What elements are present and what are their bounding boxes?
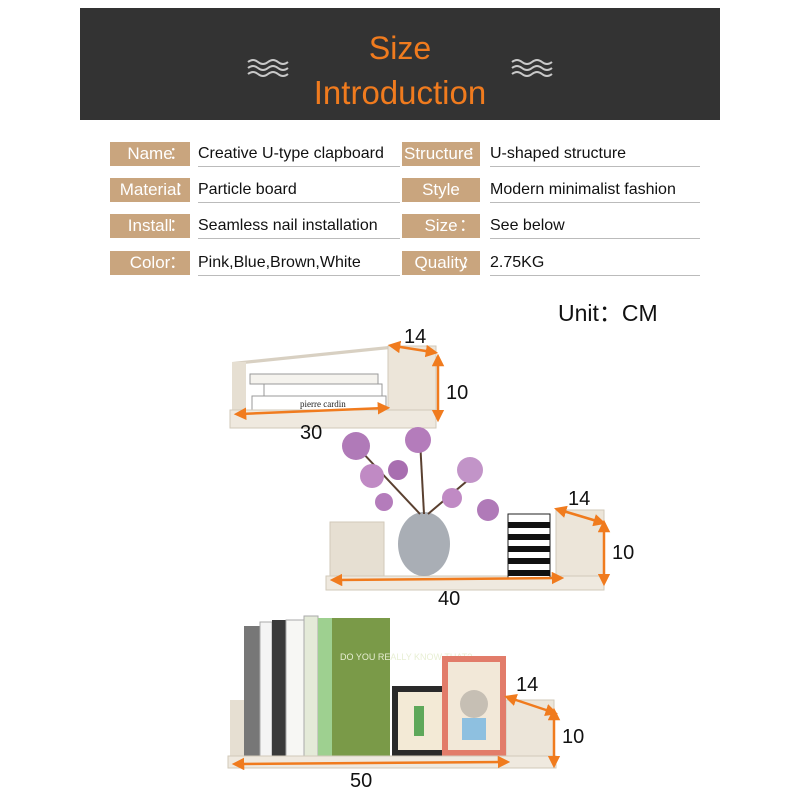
spec-value: Pink,Blue,Brown,White	[198, 251, 400, 276]
spec-label: Material：	[110, 178, 192, 202]
dimension-arrow-length	[231, 755, 511, 771]
glass-vase	[398, 512, 450, 576]
banner-title-line2: Introduction	[313, 74, 487, 111]
book-title: pierre cardin	[300, 399, 346, 409]
shelf-large: DO YOU REALLY KNOW THAT?	[227, 615, 561, 771]
dimension-length-label: 40	[438, 588, 461, 610]
spec-row: Material： Particle board Style Modern mi…	[110, 178, 700, 203]
dimension-arrow-depth	[387, 340, 439, 358]
title-banner: Size Introduction	[80, 8, 720, 120]
dimension-depth-label: 14	[568, 488, 591, 510]
spec-value: 2.75KG	[490, 251, 700, 276]
dimension-height-label: 10	[612, 542, 635, 564]
spec-label: Name：	[110, 142, 190, 166]
spec-value: Seamless nail installation	[198, 214, 400, 239]
spec-label: Color：	[110, 251, 190, 275]
dimension-depth-label: 14	[404, 326, 427, 348]
spec-label: Quality：	[402, 251, 480, 275]
shelf-small: pierre cardin	[229, 340, 445, 429]
dimension-length-label: 30	[300, 422, 323, 444]
spec-row: Install： Seamless nail installation Size…	[110, 214, 700, 239]
dimension-height-label: 10	[562, 726, 585, 748]
spec-row: Color： Pink,Blue,Brown,White Quality： 2.…	[110, 251, 700, 276]
flower-arrangement	[342, 427, 499, 521]
dimension-height-label: 10	[446, 382, 469, 404]
spec-value: U-shaped structure	[490, 142, 700, 167]
spec-value: Creative U-type clapboard	[198, 142, 400, 167]
dimension-arrow-length	[233, 402, 391, 420]
spec-value: See below	[490, 214, 700, 239]
spec-label: Install：	[110, 214, 190, 238]
shelf-medium	[325, 427, 611, 591]
picture-frame-pink	[442, 656, 506, 756]
spec-label: Structure：	[402, 142, 484, 166]
unit-label: Unit：CM	[558, 300, 658, 326]
spec-value: Modern minimalist fashion	[490, 178, 700, 203]
dimension-length-label: 50	[350, 770, 373, 792]
picture-frame-dark	[392, 686, 448, 756]
banner-title-line1: Size	[368, 30, 432, 66]
spec-value: Particle board	[198, 178, 400, 203]
book-stack: DO YOU REALLY KNOW THAT?	[244, 615, 472, 759]
dimension-arrow-depth	[554, 505, 606, 527]
wave-ornament-icon	[247, 59, 289, 77]
book-title: DO YOU REALLY KNOW THAT?	[340, 652, 472, 662]
dimension-arrow-length	[329, 571, 565, 587]
wave-ornament-icon	[511, 59, 553, 77]
dimension-depth-label: 14	[516, 674, 539, 696]
striped-candle	[507, 513, 551, 579]
spec-row: Name： Creative U-type clapboard Structur…	[110, 142, 700, 167]
dimension-arrow-depth	[504, 694, 558, 716]
spec-label: Size：	[402, 214, 480, 238]
spec-label: Style	[402, 178, 480, 202]
